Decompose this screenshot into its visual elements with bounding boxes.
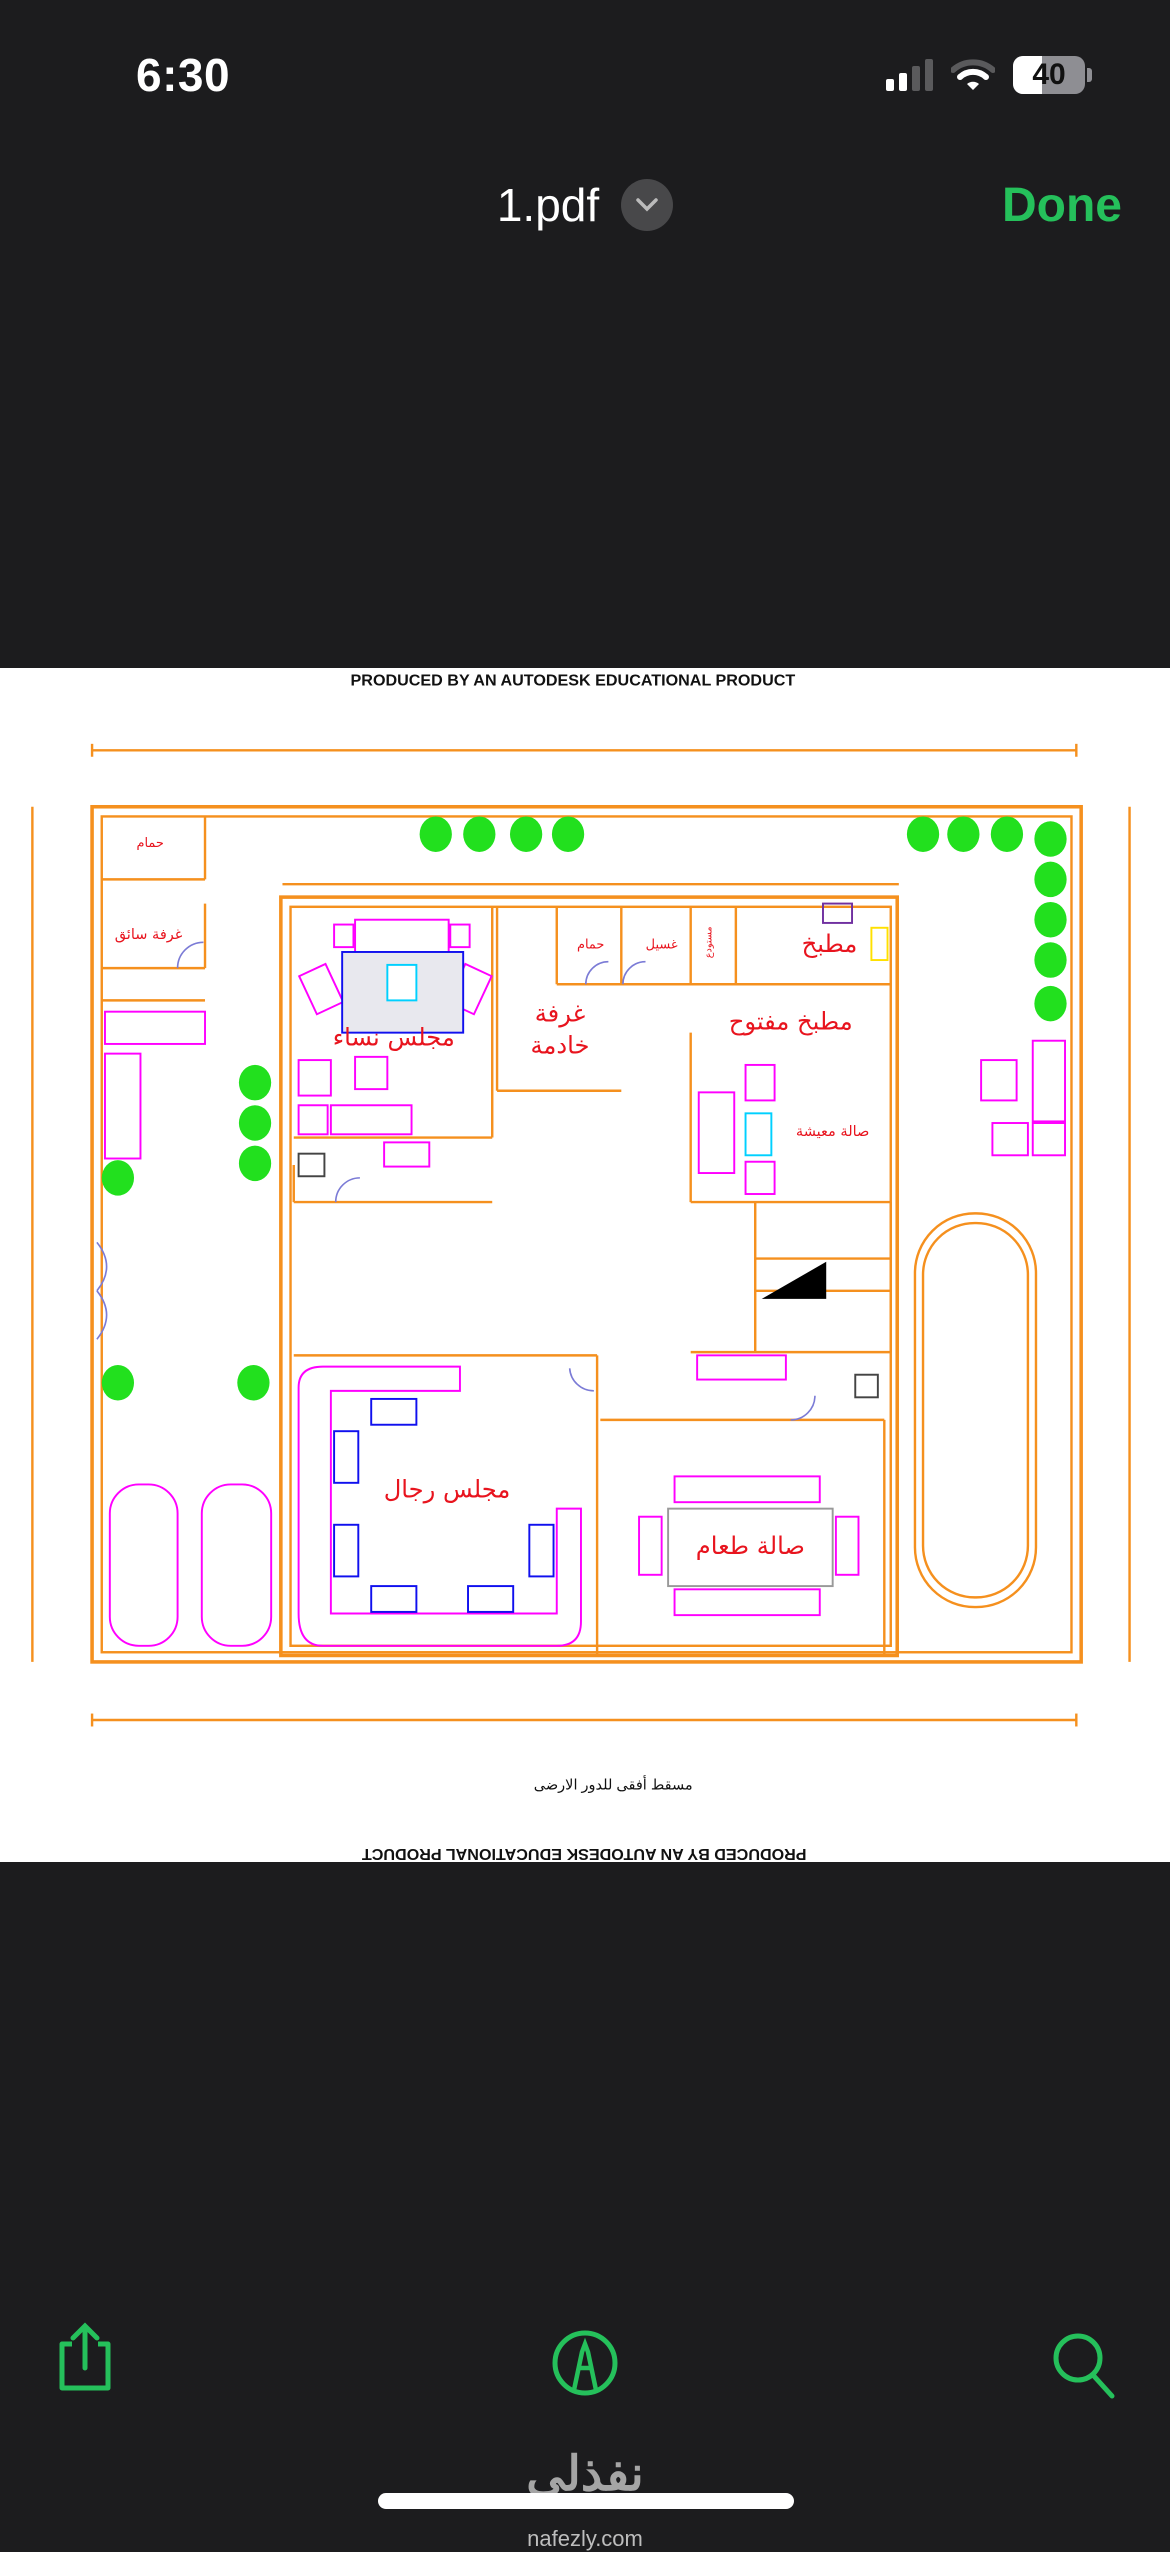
room-label-laundry: غسيل: [646, 938, 678, 953]
battery-icon: 40: [1013, 56, 1085, 94]
tree-icon: [1034, 901, 1067, 938]
tree-icon: [101, 1160, 135, 1196]
stair-arrow: [761, 1261, 827, 1299]
search-icon[interactable]: [1050, 2330, 1120, 2400]
watermark-domain: nafezly.com: [527, 2526, 643, 2551]
room-label-dining: صالة طعام: [696, 1532, 805, 1560]
room-label-women-majlis: مجلس نساء: [333, 1024, 455, 1052]
document-title[interactable]: 1.pdf: [496, 179, 600, 231]
tree-icon: [1034, 985, 1067, 1022]
share-icon[interactable]: [54, 2320, 116, 2396]
tree-icon: [990, 816, 1024, 852]
pdf-page[interactable]: PRODUCED BY AN AUTODESK EDUCATIONAL PROD…: [0, 668, 1170, 1862]
search-button[interactable]: [1050, 2330, 1120, 2405]
tree-icon: [237, 1365, 270, 1401]
tree-icon: [238, 1064, 272, 1101]
room-label-bath: حمام: [577, 938, 604, 953]
watermark-bottom: PRODUCED BY AN AUTODESK EDUCATIONAL PROD…: [362, 1845, 807, 1862]
status-time: 6:30: [136, 49, 231, 101]
room-label-living: صالة معيشة: [796, 1124, 869, 1140]
cellular-signal-icon: [886, 59, 933, 91]
share-button[interactable]: [54, 2320, 116, 2401]
wifi-icon: [951, 59, 995, 90]
chevron-down-icon[interactable]: [621, 179, 674, 231]
tree-icon: [238, 1105, 272, 1141]
room-label-store: مستودع: [704, 926, 715, 958]
tree-icon: [419, 816, 452, 852]
room-label-men-majlis: مجلس رجال: [384, 1475, 511, 1503]
room-label-kitchen: مطبخ: [802, 930, 858, 958]
plan-caption: مسقط أفقى للدور الارضى: [534, 1774, 693, 1793]
tree-icon: [1034, 861, 1067, 898]
room-label-maid-1: غرفة: [535, 999, 586, 1027]
tree-icon: [1034, 942, 1067, 978]
done-button[interactable]: Done: [1002, 179, 1122, 232]
document-title-menu[interactable]: 1.pdf: [0, 178, 1170, 232]
tree-icon: [101, 1365, 135, 1401]
walls: [31, 743, 1131, 1727]
tree-icon: [509, 816, 543, 852]
doors: [96, 941, 816, 1421]
tree-icon: [947, 816, 980, 852]
room-label-driver-bath: حمام: [136, 836, 163, 851]
watermark-top: PRODUCED BY AN AUTODESK EDUCATIONAL PROD…: [351, 672, 796, 690]
room-label-driver-room: غرفة سائق: [115, 927, 183, 943]
room-labels: حمام غرفة سائق مجلس نساء غرفة خادمة حمام…: [115, 836, 870, 1560]
floor-plan: PRODUCED BY AN AUTODESK EDUCATIONAL PROD…: [31, 672, 1131, 1862]
markup-button[interactable]: [550, 2328, 620, 2403]
status-icons: 40: [886, 56, 1092, 94]
furniture: [104, 902, 1066, 1647]
tree-icon: [551, 816, 585, 852]
tree-icon: [1034, 821, 1067, 857]
home-indicator[interactable]: [378, 2493, 794, 2509]
trees: [101, 816, 1067, 1401]
room-label-maid-2: خادمة: [530, 1032, 589, 1060]
battery-percent: 40: [1032, 58, 1066, 91]
tree-icon: [906, 816, 940, 852]
room-label-open-kitchen: مطبخ مفتوح: [729, 1007, 853, 1035]
markup-icon[interactable]: [550, 2328, 620, 2398]
tree-icon: [463, 816, 496, 852]
watermark-arabic: نفذلي: [526, 2448, 644, 2501]
tree-icon: [238, 1145, 272, 1182]
